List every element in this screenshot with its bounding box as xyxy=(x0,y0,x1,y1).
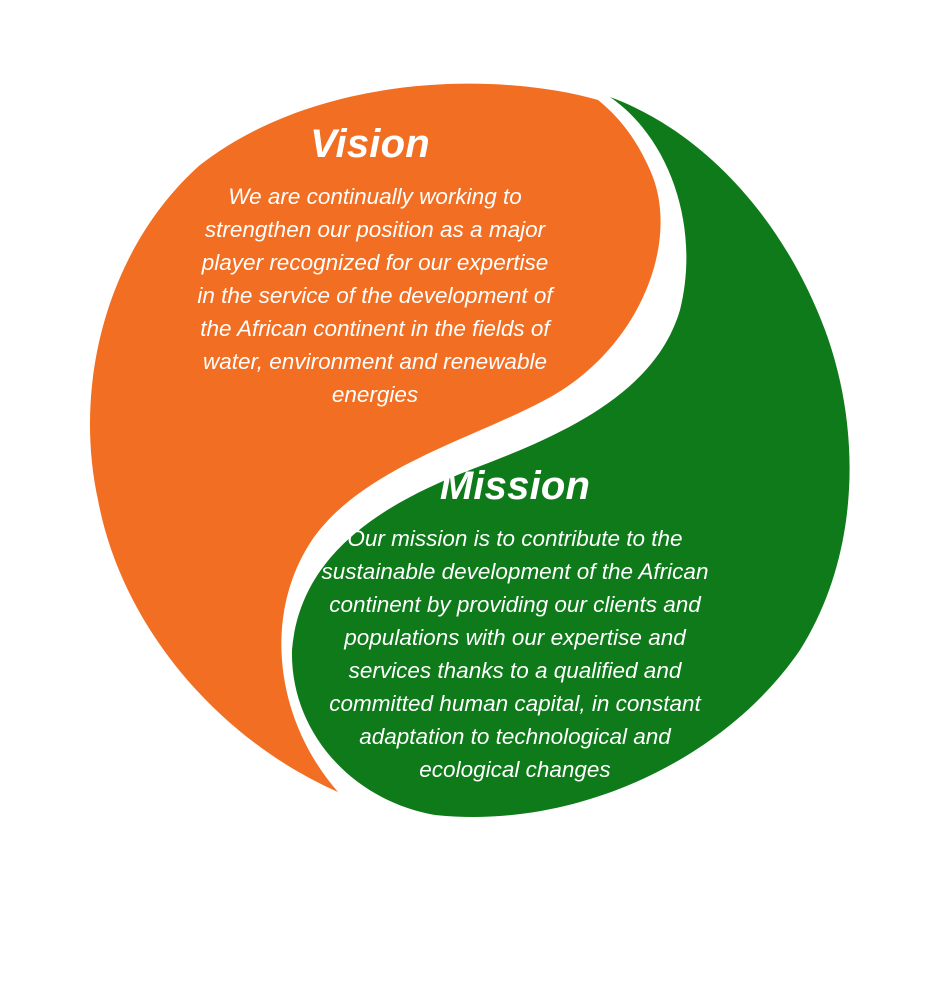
vision-text: We are continually working to strengthen… xyxy=(175,180,575,411)
mission-title: Mission xyxy=(439,464,591,508)
vision-text-line: player recognized for our expertise xyxy=(201,250,549,275)
vision-shape xyxy=(89,83,661,792)
mission-text-line: ecological changes xyxy=(419,757,611,782)
mission-shape xyxy=(291,97,850,818)
vision-text-line: strengthen our position as a major xyxy=(204,217,546,242)
mission-text-line: committed human capital, in constant xyxy=(329,691,701,716)
vision-title: Vision xyxy=(310,122,430,166)
vision-text-line: We are continually working to xyxy=(228,184,522,209)
mission-text-line: sustainable development of the African xyxy=(321,559,709,584)
mission-text-line: adaptation to technological and xyxy=(359,724,671,749)
vision-text-line: in the service of the development of xyxy=(197,283,553,308)
vision-text-line: energies xyxy=(331,382,419,407)
mission-text-line: Our mission is to contribute to the xyxy=(347,526,683,551)
mission-text: Our mission is to contribute to the sust… xyxy=(295,522,735,786)
vision-text-line: water, environment and renewable xyxy=(203,349,547,374)
mission-text-line: services thanks to a qualified and xyxy=(348,658,682,683)
vision-text-line: the African continent in the fields of xyxy=(200,316,550,341)
mission-text-line: continent by providing our clients and xyxy=(329,592,701,617)
mission-text-line: populations with our expertise and xyxy=(344,625,686,650)
